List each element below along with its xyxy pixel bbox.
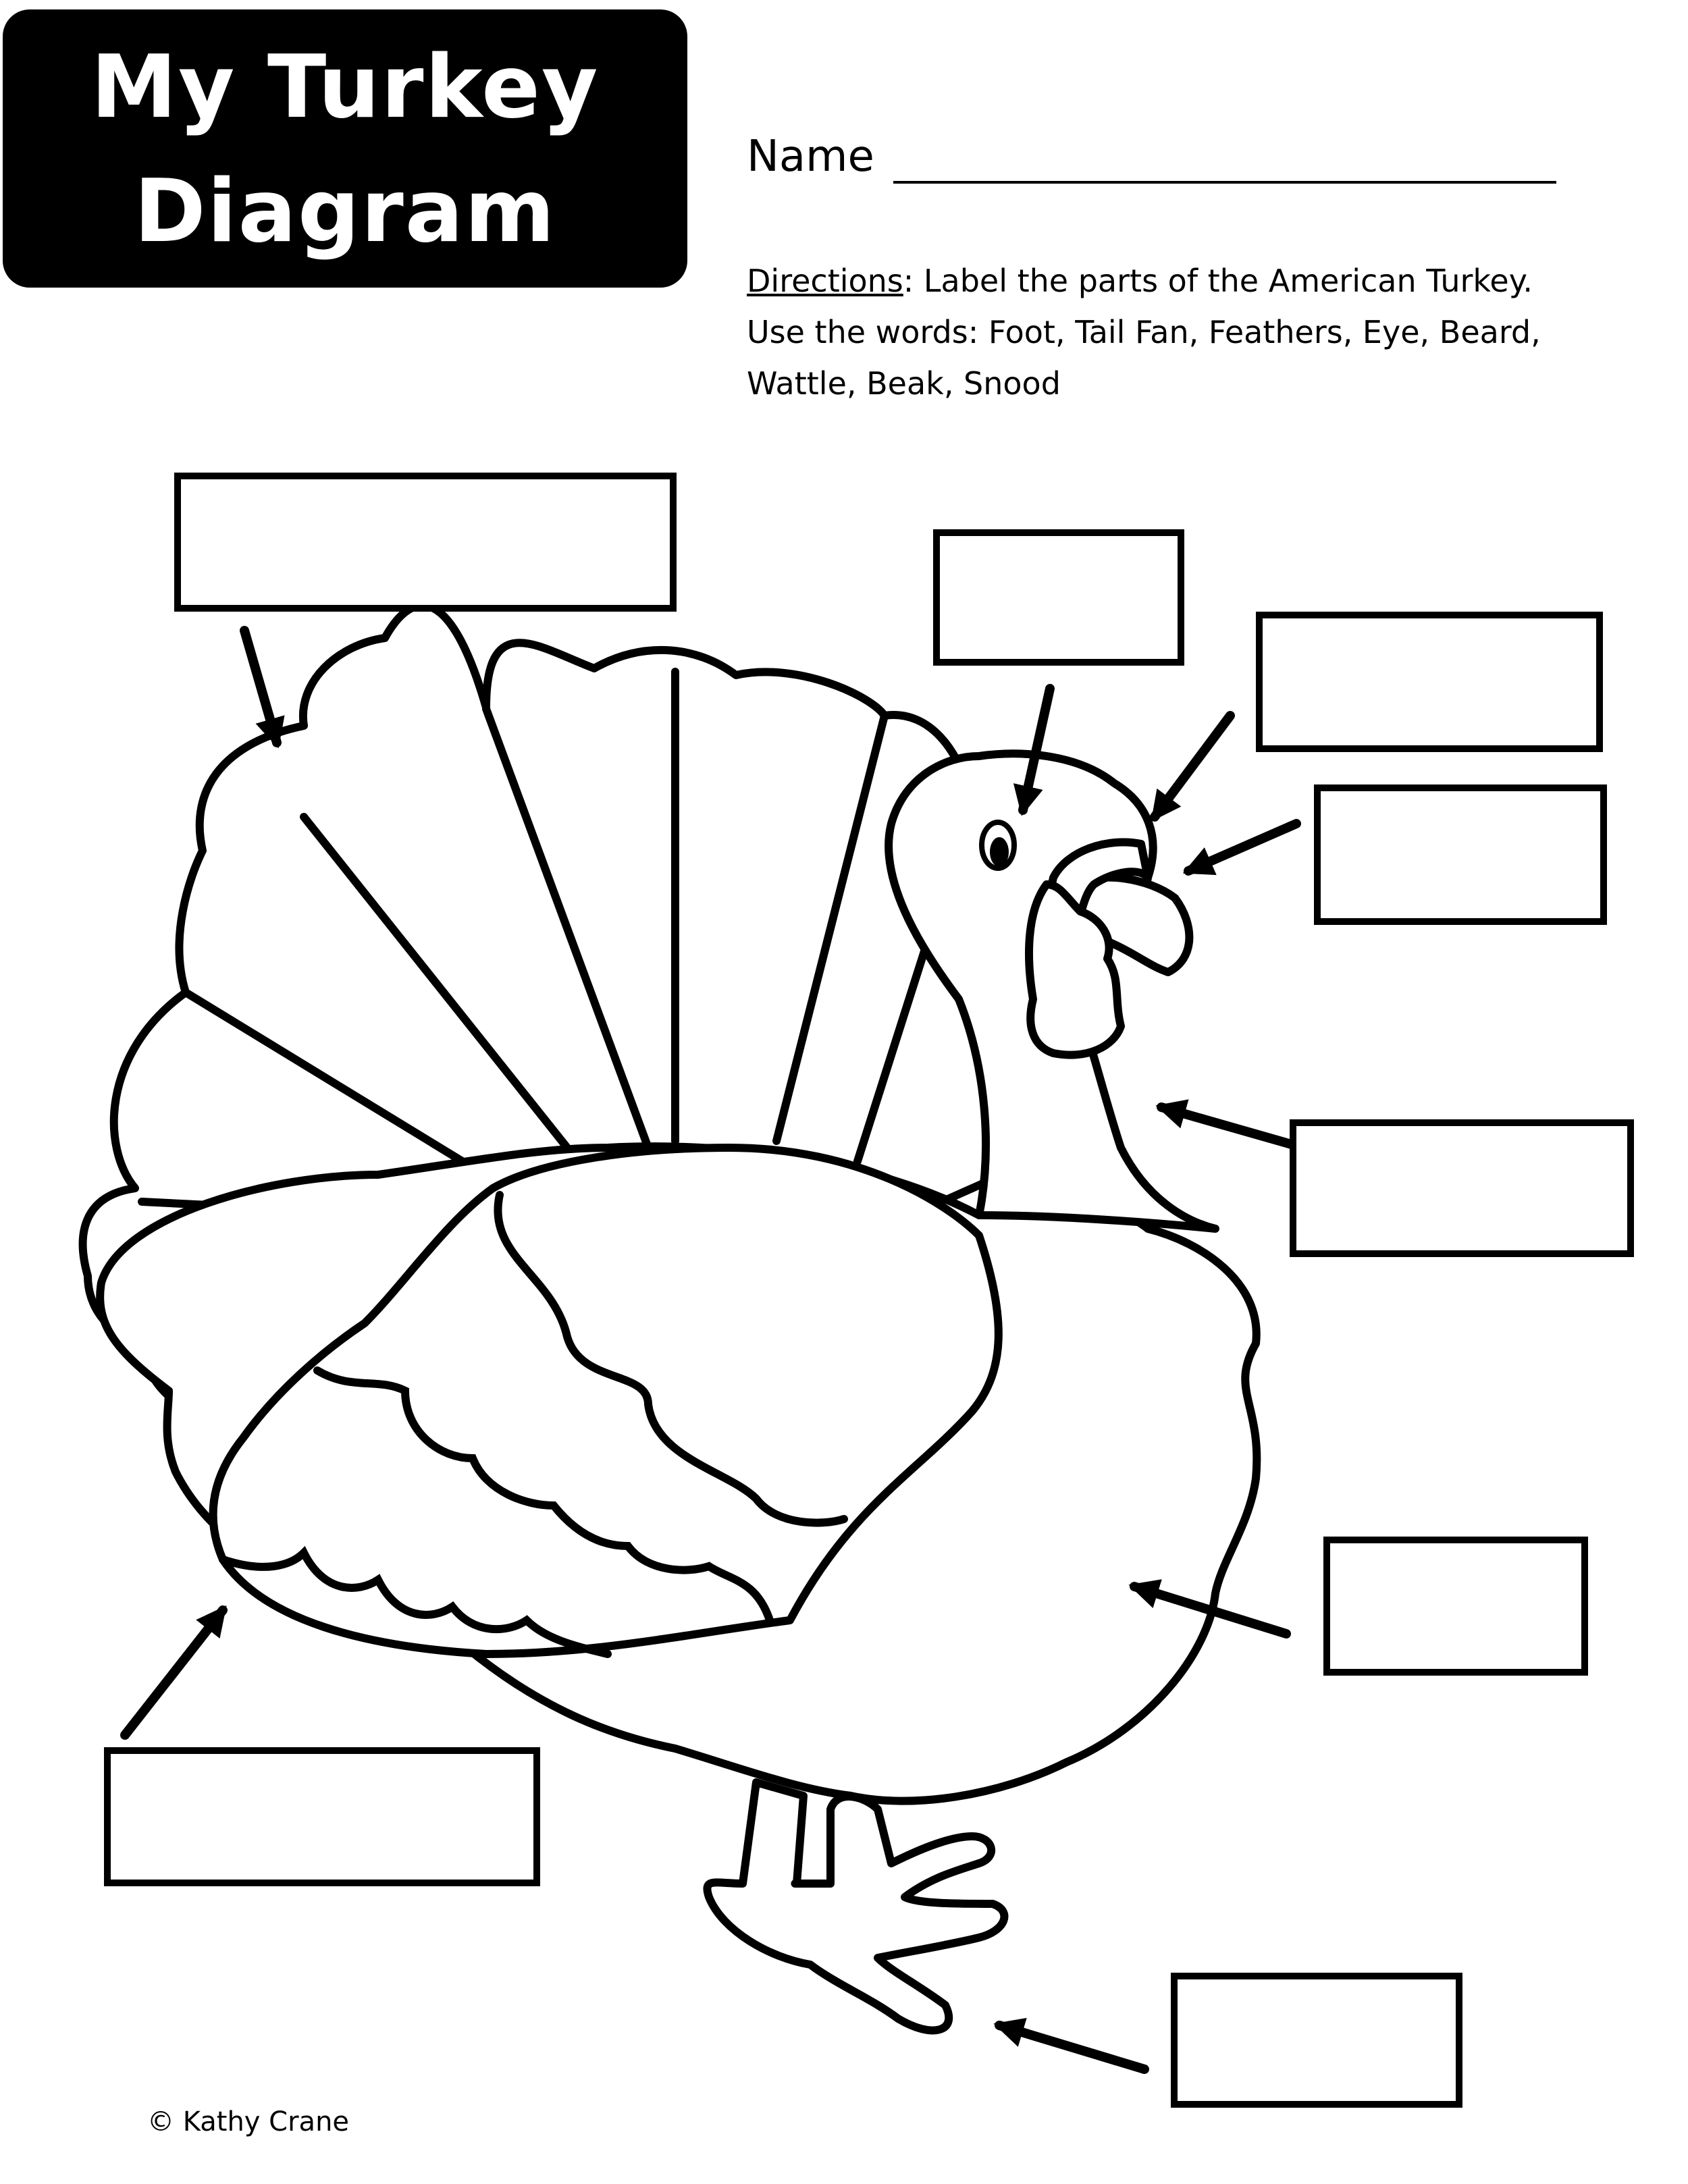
label-box-beak[interactable] xyxy=(1314,784,1607,925)
directions-text-1: : Label the parts of the American Turkey… xyxy=(903,263,1533,299)
label-box-snood[interactable] xyxy=(1256,612,1603,752)
arrow-beard xyxy=(120,1605,228,1740)
arrow-feathers xyxy=(1128,1579,1291,1639)
directions: Directions: Label the parts of the Ameri… xyxy=(747,255,1679,409)
arrow-tail-fan xyxy=(240,626,285,749)
label-box-feathers[interactable] xyxy=(1323,1537,1588,1676)
label-box-foot[interactable] xyxy=(1171,1973,1462,2108)
title-line-1: My Turkey xyxy=(90,37,600,138)
turkey-foot xyxy=(703,1778,1009,2035)
directions-line-3: Wattle, Beak, Snood xyxy=(747,365,1061,402)
name-write-line[interactable] xyxy=(893,181,1556,184)
title-banner: My Turkey Diagram xyxy=(3,9,687,288)
copyright-credit: © Kathy Crane xyxy=(147,2106,350,2137)
name-label: Name xyxy=(747,132,874,182)
turkey-wing xyxy=(209,1144,1003,1658)
directions-heading: Directions xyxy=(747,263,903,299)
directions-line-1: Directions: Label the parts of the Ameri… xyxy=(747,255,1679,307)
arrow-foot xyxy=(993,2017,1149,2074)
label-box-tail-fan[interactable] xyxy=(174,473,677,612)
turkey-wattle xyxy=(1025,880,1125,1059)
arrow-snood xyxy=(1150,711,1235,822)
label-box-beard[interactable] xyxy=(104,1747,540,1886)
arrow-beak xyxy=(1182,819,1301,876)
directions-line-2: Use the words: Foot, Tail Fan, Feathers,… xyxy=(747,314,1541,350)
label-box-eye[interactable] xyxy=(933,529,1184,666)
title-line-2: Diagram xyxy=(134,161,556,262)
arrow-eye xyxy=(1013,684,1055,816)
label-box-wattle[interactable] xyxy=(1290,1119,1634,1257)
